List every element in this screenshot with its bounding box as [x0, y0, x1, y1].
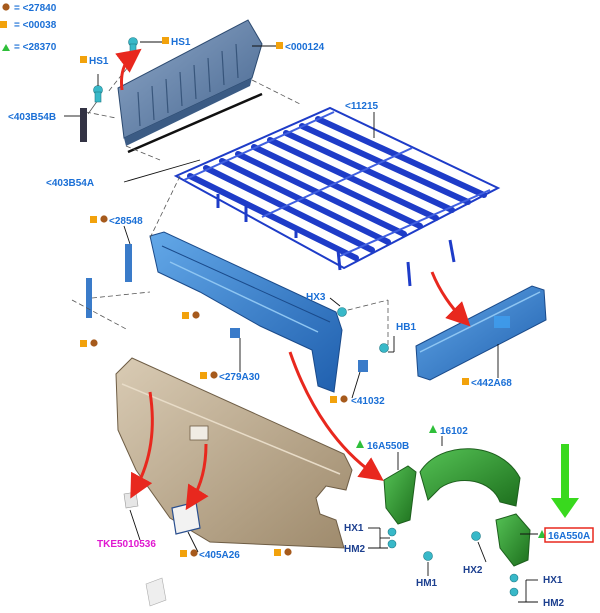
- rail-bracket-upper: [125, 244, 132, 282]
- label-hx1-left: HX1: [344, 523, 364, 534]
- wheelhouse-liner-rear: [495, 513, 531, 567]
- guide-lines-upper: [85, 61, 301, 161]
- label-442A68: <442A68: [471, 378, 512, 389]
- pocket-405A26: [171, 501, 201, 535]
- clip-hm2-left: [387, 539, 397, 549]
- tailgate: [117, 19, 263, 146]
- clip-hx3: [337, 307, 347, 317]
- label-403B54B: <403B54B: [8, 112, 56, 123]
- label-16A550A: 16A550A: [548, 531, 590, 542]
- clip-41032: [358, 360, 368, 372]
- bed-side-rail: [149, 231, 343, 393]
- guide-lines-middle: [71, 175, 389, 350]
- label-hb1: HB1: [396, 322, 416, 333]
- plug-TKE5010536: [123, 491, 139, 509]
- clip-hx2: [471, 531, 481, 541]
- clip-hm1: [423, 551, 433, 561]
- legend-triangle-marker: [2, 44, 10, 51]
- label-41032: <41032: [351, 396, 385, 407]
- legend-entry-2: = <00038: [14, 20, 57, 31]
- label-16102: 16102: [440, 426, 468, 437]
- label-hm1: HM1: [416, 578, 438, 589]
- bed-floor-frame: [173, 106, 501, 287]
- cover-lower: [145, 577, 167, 607]
- hinge-bracket: [80, 108, 87, 142]
- label-TKE5010536: TKE5010536: [97, 539, 156, 550]
- label-11215: <11215: [345, 101, 379, 112]
- label-hs1-left: HS1: [89, 56, 109, 67]
- legend: = <27840 = <00038 = <28370: [0, 3, 57, 53]
- wheelhouse-liner-front: [383, 465, 417, 525]
- rail-bracket-lower: [86, 278, 92, 318]
- hinge-leader: [87, 99, 99, 115]
- clip-hs1-top-stem: [129, 43, 137, 55]
- clip-hs1-left-stem: [94, 91, 102, 103]
- outer-side-panel: [115, 357, 353, 549]
- label-403B54A: <403B54A: [46, 178, 94, 189]
- label-28548: <28548: [109, 216, 143, 227]
- label-hm2-left: HM2: [344, 544, 366, 555]
- rear-crossmember: [415, 285, 547, 381]
- legend-entry-3: = <28370: [14, 42, 57, 53]
- label-hm2-right: HM2: [543, 598, 565, 609]
- label-279A30: <279A30: [219, 372, 260, 383]
- leader-lines: [64, 41, 538, 603]
- label-hx2: HX2: [463, 565, 483, 576]
- highlight-box-16A550A: [544, 527, 594, 543]
- tailgate-seal-strip: [127, 92, 263, 154]
- part-labels: HS1 <000124 HS1 <403B54B <11215 <403B54A…: [8, 37, 594, 609]
- clip-hm2-right: [509, 587, 519, 597]
- label-hs1-top: HS1: [171, 37, 191, 48]
- label-16A550B: 16A550B: [367, 441, 409, 452]
- legend-square-marker: [0, 21, 7, 28]
- label-hx1-right: HX1: [543, 575, 563, 586]
- label-hx3: HX3: [306, 292, 326, 303]
- label-markers: [80, 37, 546, 557]
- wheelhouse-liner-main: [419, 448, 521, 507]
- clip-hx1-right: [509, 573, 519, 583]
- red-direction-arrows: [115, 48, 471, 511]
- clip-hb1: [379, 343, 389, 353]
- legend-entry-1: = <27840: [14, 3, 57, 14]
- clip-279A30: [230, 328, 240, 338]
- label-000124: <000124: [285, 42, 325, 53]
- green-indicator-arrow: [551, 444, 579, 518]
- legend-circle-marker: [2, 3, 10, 11]
- clip-hx1-left: [387, 527, 397, 537]
- label-405A26: <405A26: [199, 550, 240, 561]
